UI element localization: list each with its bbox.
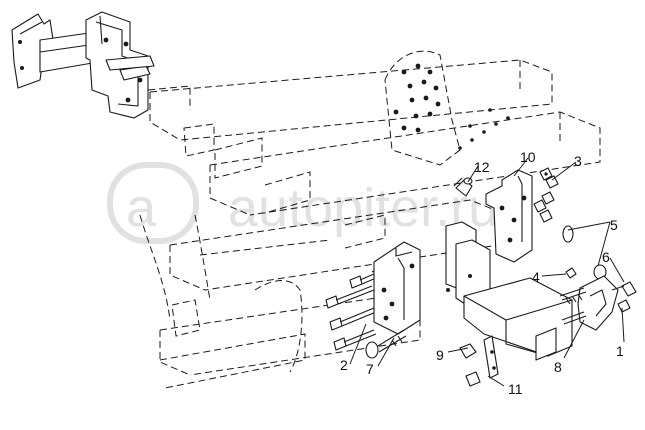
part-4-nut: [565, 267, 577, 279]
callout-12: 12: [474, 159, 490, 175]
left-bracket-plate: [373, 241, 421, 335]
callout-3: 3: [574, 153, 582, 169]
callout-labels: 1 2 3 4 5 6 7 8 9 10 11 12: [340, 149, 624, 397]
leader-lines: [349, 157, 625, 387]
part-8-hook: [559, 275, 619, 331]
top-left-hitch-assembly: [11, 11, 215, 157]
callout-11: 11: [508, 381, 523, 397]
part-2-bolts: [325, 263, 391, 351]
callout-2: 2: [340, 357, 348, 373]
part-9-main-beam: [445, 221, 573, 361]
callout-7: 7: [366, 361, 374, 377]
part-6-bolt: [611, 281, 637, 297]
callout-9: 9: [436, 347, 444, 363]
part-3-nuts: [533, 167, 559, 223]
callout-4: 4: [532, 269, 540, 285]
part-1-bolt: [617, 299, 631, 313]
callout-1: 1: [616, 343, 624, 359]
callout-5: 5: [610, 217, 618, 233]
watermark-logo-letter: a: [126, 178, 157, 238]
part-7-eye-bolt: [365, 329, 407, 359]
part-10-mounting-bracket: [485, 169, 533, 263]
part-11-plate: [459, 335, 499, 387]
perforated-plate-holes: [393, 63, 510, 150]
watermark: a autopiter.ru: [107, 162, 498, 244]
callout-10: 10: [520, 149, 536, 165]
callout-6: 6: [602, 249, 610, 265]
callout-8: 8: [554, 359, 562, 375]
